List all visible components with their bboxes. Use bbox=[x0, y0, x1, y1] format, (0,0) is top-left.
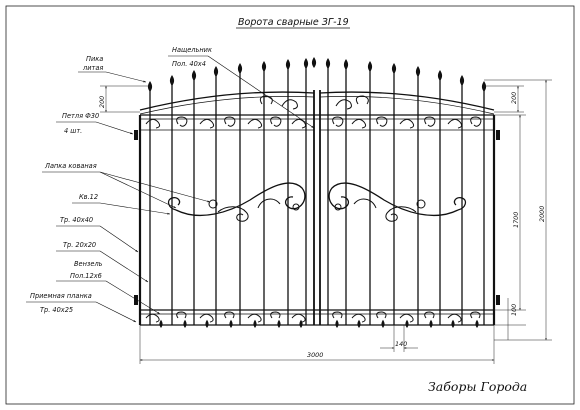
svg-text:3000: 3000 bbox=[307, 351, 323, 359]
callout-nashelnik: Нащельник Пол. 40х4 bbox=[168, 46, 315, 129]
bottom-scroll-band bbox=[145, 311, 481, 323]
dim-height-inner: 1700 bbox=[494, 114, 526, 311]
callout-tr2020: Тр. 20х20 bbox=[56, 241, 149, 283]
svg-text:200: 200 bbox=[510, 92, 518, 104]
callout-lapka: Лапка кованая bbox=[42, 162, 211, 209]
svg-text:Вензель: Вензель bbox=[74, 260, 103, 268]
dim-width: 3000 bbox=[139, 325, 495, 364]
brand-label: Заборы Города bbox=[428, 379, 527, 394]
top-arch-left bbox=[139, 91, 315, 111]
callout-venzel: Вензель Пол.12х6 bbox=[56, 260, 161, 315]
svg-text:Лапка кованая: Лапка кованая bbox=[44, 162, 97, 170]
svg-text:Тр. 40х40: Тр. 40х40 bbox=[60, 216, 93, 224]
dim-right-top: 200 bbox=[484, 85, 524, 113]
hinge-icon bbox=[134, 295, 138, 305]
sheet-frame bbox=[5, 5, 575, 405]
hinge-icon bbox=[496, 295, 500, 305]
dim-spacing: 140 bbox=[380, 325, 418, 352]
top-scroll-band bbox=[145, 95, 482, 129]
bottom-spikes bbox=[159, 319, 479, 328]
svg-text:литая: литая bbox=[82, 64, 103, 72]
bars-right bbox=[327, 65, 485, 325]
svg-text:Тр. 40х25: Тр. 40х25 bbox=[40, 306, 73, 314]
gate bbox=[134, 57, 500, 328]
top-arch-right bbox=[319, 91, 495, 111]
drawing-title: Ворота сварные ЗГ-19 bbox=[238, 17, 349, 28]
scroll-dot bbox=[208, 199, 218, 209]
svg-text:Тр. 20х20: Тр. 20х20 bbox=[63, 241, 96, 249]
callout-kv12: Кв.12 bbox=[72, 193, 171, 215]
svg-text:140: 140 bbox=[395, 340, 407, 348]
dim-bottom-gap: 100 bbox=[494, 298, 526, 340]
dim-left-top: 200 bbox=[98, 85, 150, 113]
svg-text:100: 100 bbox=[510, 304, 518, 316]
main-scroll-right bbox=[328, 182, 467, 222]
svg-text:Кв.12: Кв.12 bbox=[79, 193, 98, 201]
callout-tr4040: Тр. 40х40 bbox=[56, 216, 139, 253]
svg-text:4 шт.: 4 шт. bbox=[64, 127, 82, 135]
main-scroll-left bbox=[167, 182, 306, 222]
svg-text:Приемная планка: Приемная планка bbox=[30, 292, 92, 300]
svg-text:Нащельник: Нащельник bbox=[172, 46, 212, 54]
svg-text:Пол.12х6: Пол.12х6 bbox=[70, 272, 102, 280]
svg-text:1700: 1700 bbox=[512, 212, 520, 228]
svg-text:Пол. 40х4: Пол. 40х4 bbox=[172, 60, 206, 68]
hinge-icon bbox=[134, 130, 138, 140]
callout-planka: Приемная планка Тр. 40х25 bbox=[26, 292, 137, 323]
svg-text:200: 200 bbox=[98, 96, 106, 108]
callout-hinge: Петля Ф30 4 шт. bbox=[56, 112, 134, 135]
dim-height-total: 2000 bbox=[484, 79, 552, 341]
hinge-icon bbox=[496, 130, 500, 140]
callout-spike: Пика литая bbox=[78, 55, 147, 83]
svg-text:Пика: Пика bbox=[86, 55, 103, 63]
svg-text:Петля Ф30: Петля Ф30 bbox=[62, 112, 99, 120]
svg-text:2000: 2000 bbox=[538, 206, 546, 222]
bars-left bbox=[149, 65, 307, 325]
